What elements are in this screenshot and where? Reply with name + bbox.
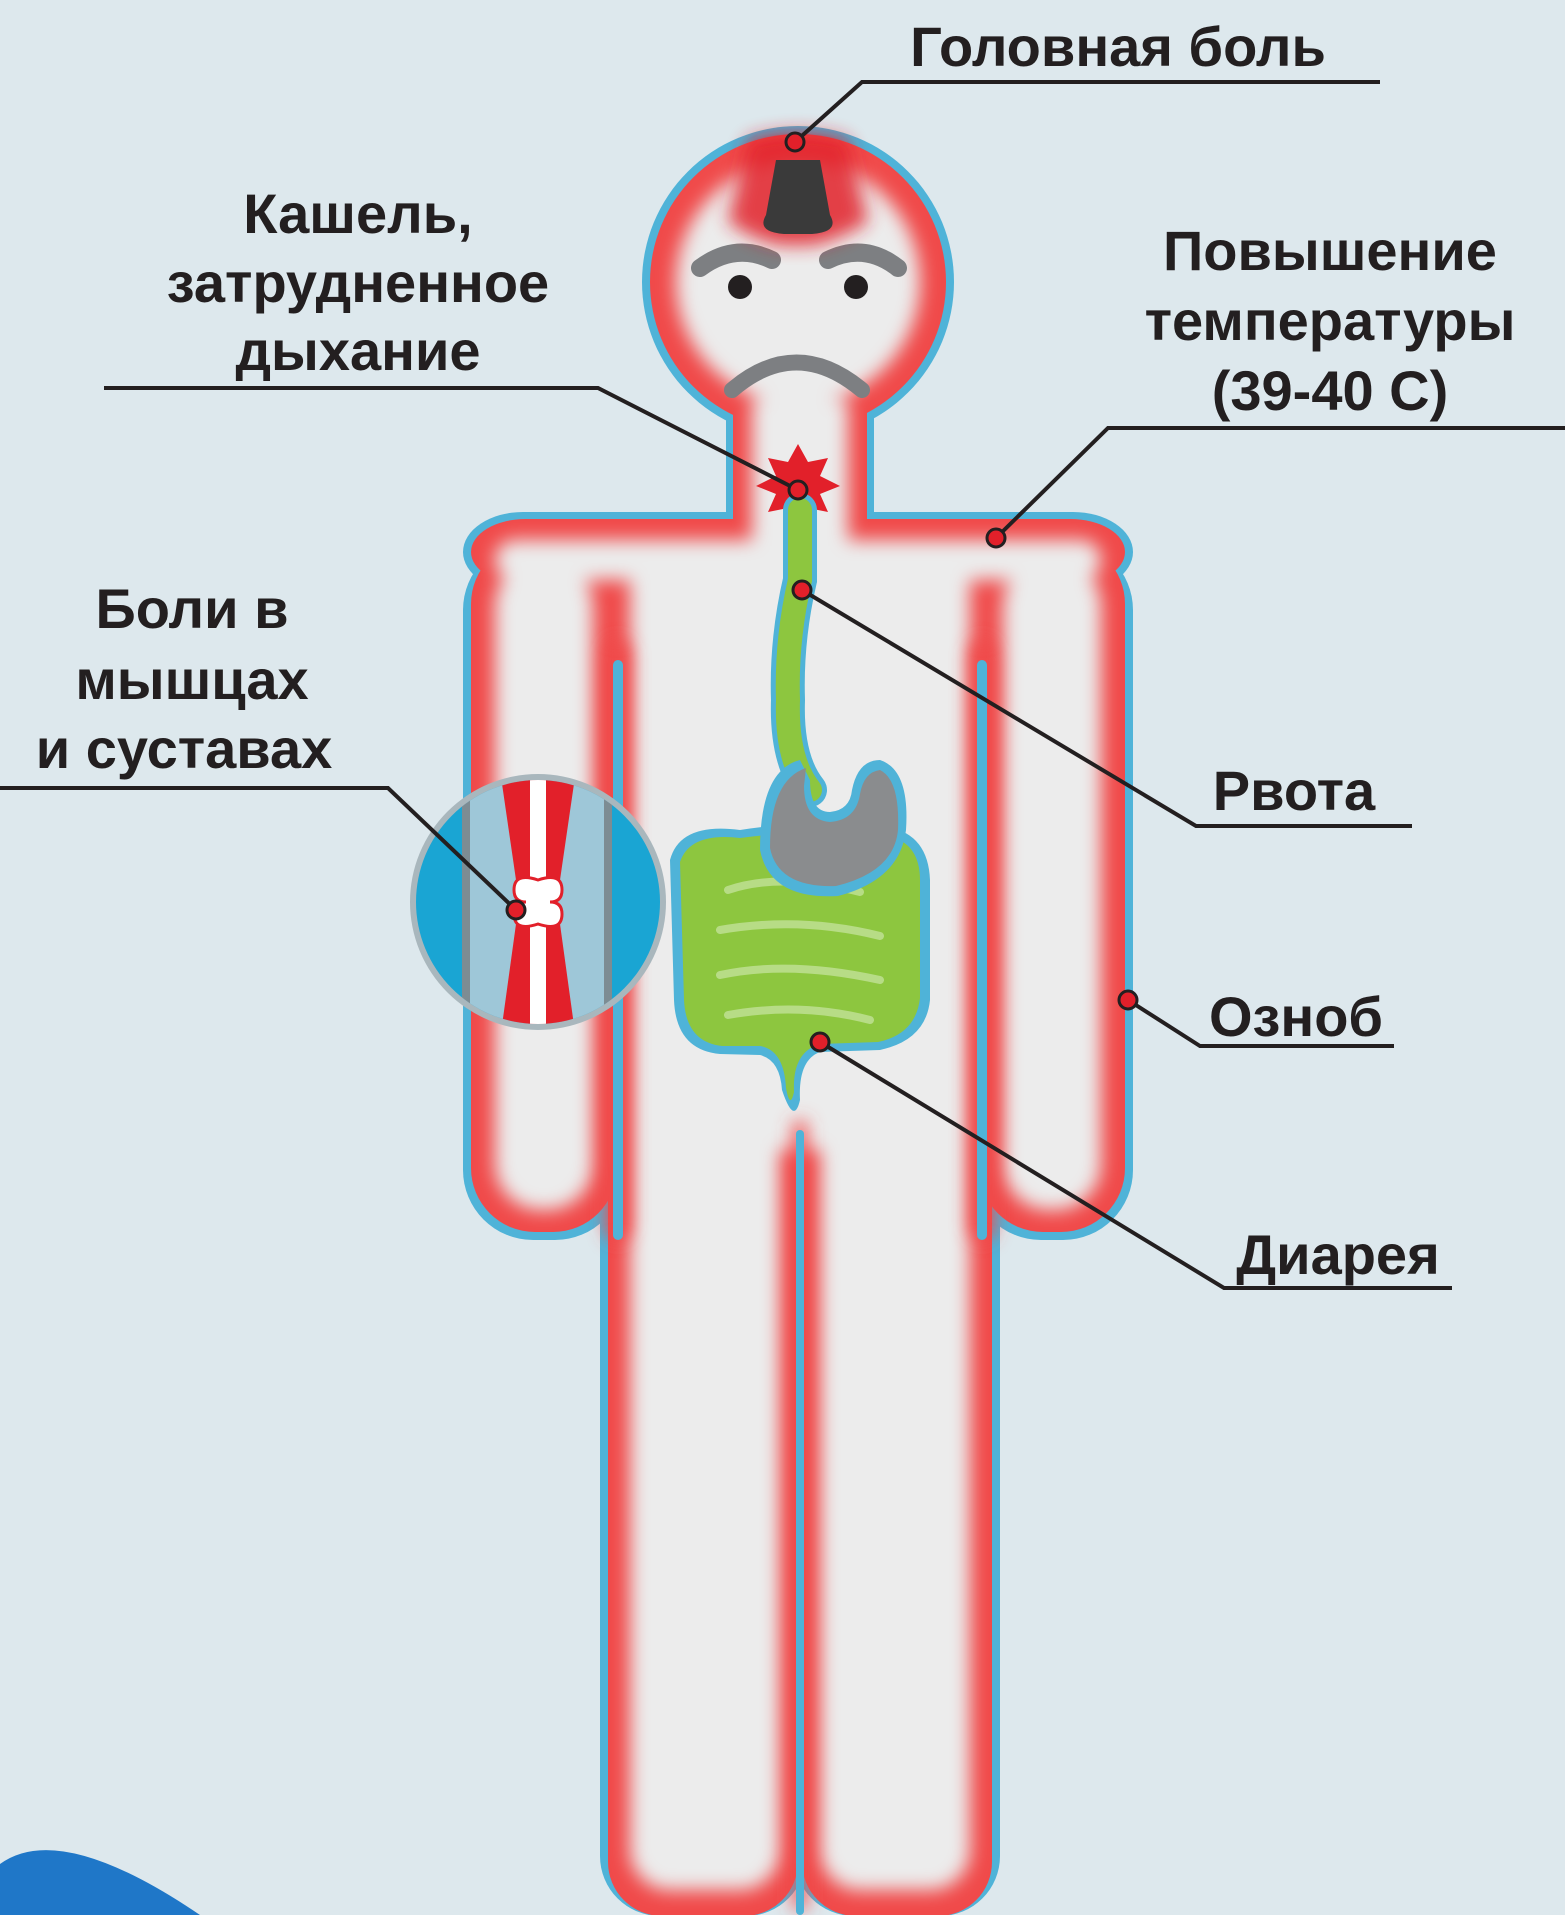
label-fever-line1: Повышение [1163, 219, 1497, 282]
label-muscle-line3: и суставах [36, 717, 333, 780]
label-fever-line3: (39-40 С) [1212, 359, 1449, 422]
label-muscle-line2: мышцах [75, 648, 308, 711]
label-diarrhea: Диарея [1236, 1223, 1440, 1286]
label-cough-line3: дыхание [235, 319, 480, 382]
label-muscle-line1: Боли в [95, 577, 288, 640]
label-cough-line2: затрудненное [167, 251, 549, 314]
label-vomiting: Рвота [1213, 759, 1376, 822]
label-cough-line1: Кашель, [243, 182, 472, 245]
label-chills: Озноб [1209, 985, 1383, 1048]
label-headache: Головная боль [910, 15, 1326, 78]
label-fever-line2: температуры [1145, 289, 1516, 352]
